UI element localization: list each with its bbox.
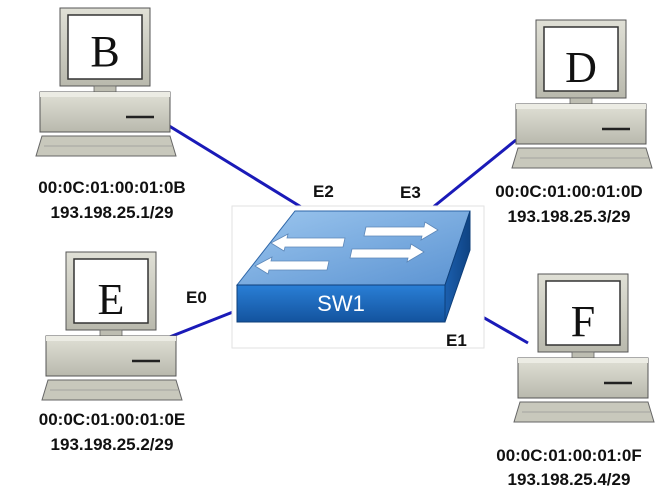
host-e-ip: 193.198.25.2/29: [50, 435, 174, 454]
host-b-mac: 00:0C:01:00:01:0B: [38, 178, 186, 197]
computer-b-icon: B: [34, 6, 178, 158]
port-e0-label: E0: [186, 288, 207, 307]
computer-d-letter: D: [565, 43, 597, 92]
link-b-e2: [165, 122, 307, 212]
link-e-e0: [161, 308, 239, 342]
switch-sw1-icon: SW1: [231, 205, 485, 349]
host-d-ip: 193.198.25.3/29: [507, 207, 631, 226]
computer-f-icon: F: [512, 272, 656, 424]
computer-e-letter: E: [98, 275, 125, 324]
host-f-mac: 00:0C:01:00:01:0F: [496, 446, 642, 465]
port-e1-label: E1: [446, 331, 467, 350]
host-d-mac: 00:0C:01:00:01:0D: [495, 182, 643, 201]
link-d-e3: [431, 138, 517, 210]
port-e3-label: E3: [400, 183, 421, 202]
computer-d-icon: D: [510, 18, 654, 170]
host-e-mac: 00:0C:01:00:01:0E: [38, 410, 186, 429]
computer-f-letter: F: [571, 297, 595, 346]
computer-b-letter: B: [90, 27, 119, 76]
host-b-ip: 193.198.25.1/29: [50, 203, 174, 222]
switch-name-label: SW1: [317, 291, 365, 316]
port-e2-label: E2: [313, 182, 334, 201]
host-f-ip: 193.198.25.4/29: [507, 470, 631, 489]
computer-e-icon: E: [40, 250, 184, 402]
